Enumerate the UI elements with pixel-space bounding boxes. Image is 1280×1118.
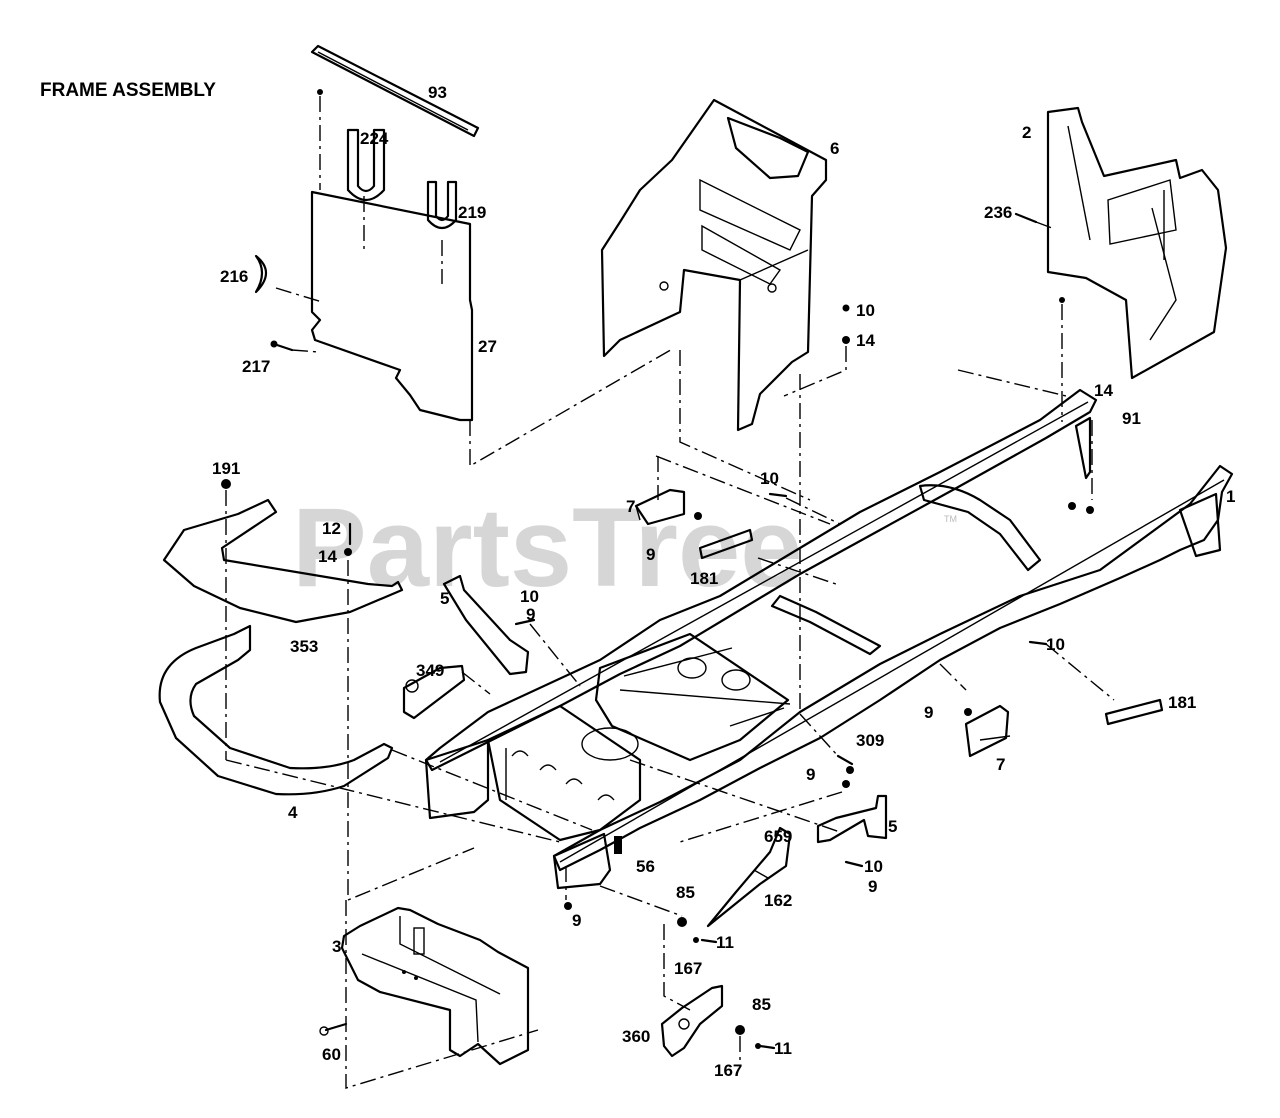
callout-10-left: 10	[520, 587, 539, 606]
callout-309: 309	[856, 731, 884, 750]
callout-217: 217	[242, 357, 270, 376]
watermark: PartsTree	[292, 485, 803, 610]
part-1-main-frame	[424, 388, 1234, 890]
part-3-front-box	[340, 906, 530, 1066]
watermark-trademark: TM	[944, 514, 957, 524]
part-349-bracket	[402, 664, 466, 720]
callout-9-mid: 9	[806, 765, 815, 784]
callout-12: 12	[322, 519, 341, 538]
callout-9-lower: 9	[868, 877, 877, 896]
callout-1: 1	[1226, 487, 1235, 506]
callout-56: 56	[636, 857, 655, 876]
part-7a-bracket	[634, 488, 686, 526]
callout-9-upper: 9	[646, 545, 655, 564]
callout-6: 6	[830, 139, 839, 158]
callout-659: 659	[764, 827, 792, 846]
part-60-bolt	[319, 1022, 348, 1036]
callout-9-right: 9	[924, 703, 933, 722]
callout-5-left: 5	[440, 589, 449, 608]
callout-236: 236	[984, 203, 1012, 222]
callout-91: 91	[1122, 409, 1141, 428]
callout-7-upper: 7	[626, 497, 635, 516]
callout-9-front: 9	[572, 911, 581, 930]
callout-10-upper: 10	[760, 469, 779, 488]
callout-85-upper: 85	[676, 883, 695, 902]
part-162-plate	[706, 826, 792, 928]
callout-10-dash: 10	[856, 301, 875, 320]
callout-labels: 93 224 219 216 217 27 6 10 14 2 236 14 9…	[212, 83, 1235, 1080]
part-4-bumper	[158, 624, 394, 796]
part-6-dash-support	[600, 98, 828, 432]
callout-7-right: 7	[996, 755, 1005, 774]
part-219-u-bracket	[426, 180, 458, 230]
callout-167-upper: 167	[674, 959, 702, 978]
callout-14-dash: 14	[856, 331, 875, 350]
callout-11-upper: 11	[716, 933, 734, 952]
callout-360: 360	[622, 1027, 650, 1046]
callout-167-lower: 167	[714, 1061, 742, 1080]
part-181b-pad	[1104, 698, 1164, 726]
callout-353: 353	[290, 637, 318, 656]
diagram-title: FRAME ASSEMBLY	[40, 80, 216, 101]
callout-85-lower: 85	[752, 995, 771, 1014]
part-27-shield-panel	[310, 190, 474, 422]
callout-219: 219	[458, 203, 486, 222]
part-181a-pad	[698, 528, 754, 560]
small-hardware	[221, 89, 1094, 1050]
part-5a-bracket	[442, 574, 530, 676]
callout-11-lower: 11	[774, 1039, 792, 1058]
callout-162: 162	[764, 891, 792, 910]
part-353-shield	[162, 498, 404, 624]
callout-181-right: 181	[1168, 693, 1196, 712]
leader-lines	[225, 96, 1115, 1089]
part-216-clip	[254, 254, 268, 294]
callout-2: 2	[1022, 123, 1031, 142]
part-93-strip	[310, 44, 480, 138]
callout-224: 224	[360, 129, 389, 148]
callout-181-upper: 181	[690, 569, 718, 588]
callout-3: 3	[332, 937, 341, 956]
part-7b-bracket	[964, 704, 1011, 758]
part-360-latch	[660, 984, 724, 1058]
callout-9-left: 9	[526, 605, 535, 624]
callout-191: 191	[212, 459, 240, 478]
callout-10-lower: 10	[864, 857, 883, 876]
callout-4: 4	[288, 803, 298, 822]
callout-60: 60	[322, 1045, 341, 1064]
part-2-rear-bracket	[1046, 106, 1228, 380]
callout-14-rear: 14	[1094, 381, 1113, 400]
callout-14-shield: 14	[318, 547, 337, 566]
callout-93: 93	[428, 83, 447, 102]
callout-27: 27	[478, 337, 497, 356]
callout-349: 349	[416, 661, 444, 680]
part-224-u-bracket	[346, 128, 386, 202]
callout-216: 216	[220, 267, 248, 286]
part-217-screw	[270, 340, 294, 352]
callout-5-right: 5	[888, 817, 897, 836]
callout-10-right: 10	[1046, 635, 1065, 654]
part-5b-bracket	[816, 794, 888, 844]
